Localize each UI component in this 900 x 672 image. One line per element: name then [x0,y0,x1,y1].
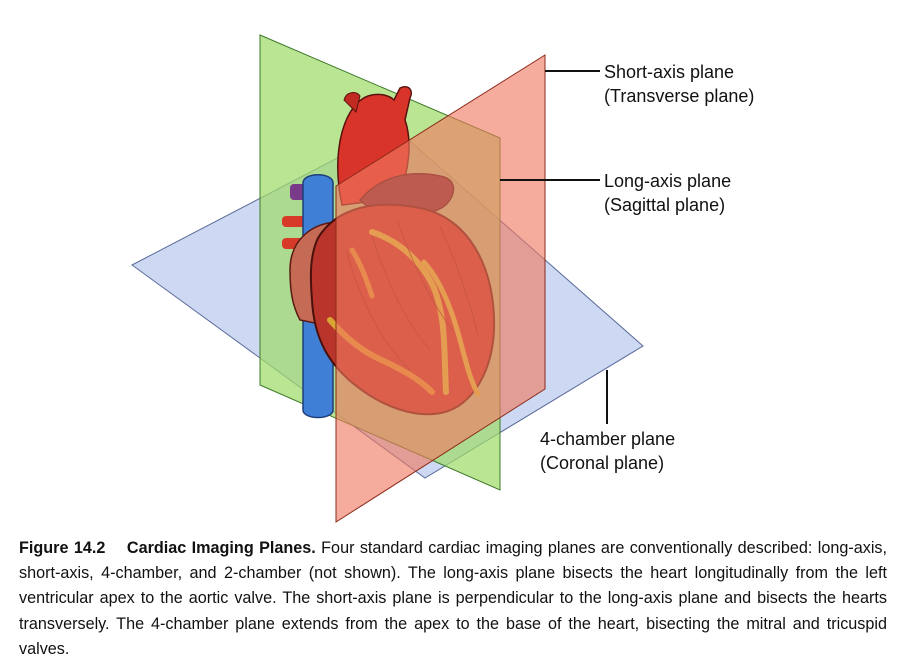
caption-body: Four standard cardiac imaging planes are… [19,539,888,658]
short-axis-label: Short-axis plane (Transverse plane) [604,60,754,108]
four-chamber-label-line2: (Coronal plane) [540,453,665,473]
four-chamber-label-line1: 4-chamber plane [540,429,676,449]
figure-caption: Figure 14.2 Cardiac Imaging Planes. Four… [19,536,887,662]
long-axis-label-line1: Long-axis plane [604,171,732,191]
figure-number: Figure 14.2 [19,539,106,557]
four-chamber-label: 4-chamber plane (Coronal plane) [540,427,675,475]
transverse-plane [335,54,546,523]
long-axis-label: Long-axis plane (Sagittal plane) [604,169,731,217]
long-axis-label-line2: (Sagittal plane) [604,195,726,215]
short-axis-label-line1: Short-axis plane [604,62,735,82]
short-axis-label-line2: (Transverse plane) [604,86,755,106]
cardiac-planes-illustration [131,34,644,523]
figure-title: Cardiac Imaging Planes. [126,539,316,557]
